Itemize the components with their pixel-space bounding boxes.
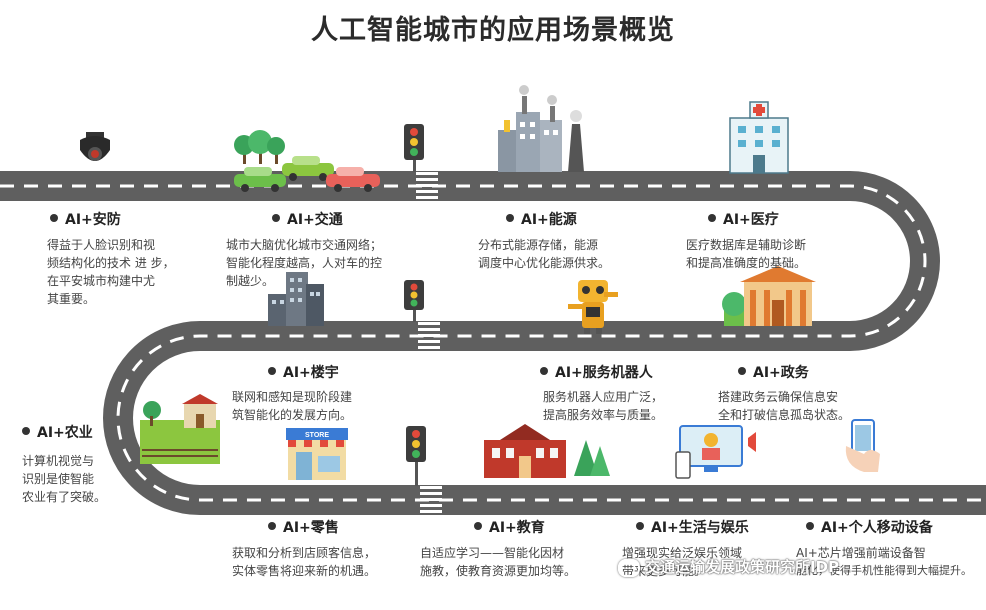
scene-title-agriculture: AI+农业 bbox=[22, 422, 93, 442]
farm-icon bbox=[140, 394, 220, 464]
scene-desc-robot: 服务机器人应用广泛，提高服务效率与质量。 bbox=[543, 390, 664, 422]
scene-desc-traffic: 城市大脑优化城市交通网络；智能化程度越高，人对车的控制越少。 bbox=[226, 238, 383, 288]
crosswalk-2 bbox=[418, 322, 440, 349]
bullet-dot bbox=[50, 214, 58, 222]
store-icon: STORE bbox=[286, 428, 348, 480]
scene-title-building: AI+楼宇 bbox=[268, 362, 339, 382]
scene-title-life: AI+生活与娱乐 bbox=[636, 517, 749, 537]
page-title: 人工智能城市的应用场景概览 bbox=[311, 15, 675, 46]
bullet-dot bbox=[806, 522, 814, 530]
bullet-dot bbox=[540, 367, 548, 375]
factory-icon bbox=[498, 85, 584, 172]
bullet-dot bbox=[268, 367, 276, 375]
scene-desc-security: 得益于人脸识别和视频结构化的技术 进 步，在平安城市构建中尤其重要。 bbox=[47, 238, 175, 306]
scene-title-robot: AI+服务机器人 bbox=[540, 362, 653, 382]
bullet-dot bbox=[738, 367, 746, 375]
bullet-dot bbox=[506, 214, 514, 222]
scene-title-government: AI+政务 bbox=[738, 362, 809, 382]
scene-title-traffic: AI+交通 bbox=[272, 209, 343, 229]
scene-title-medical: AI+医疗 bbox=[708, 209, 779, 229]
watermark: 交通运输发展政策研究所IDP bbox=[618, 556, 839, 577]
hospital-icon bbox=[729, 101, 789, 174]
traffic-light-icon bbox=[404, 124, 424, 172]
government-building-icon bbox=[722, 266, 816, 326]
scene-desc-energy: 分布式能源存储，能源调度中心优化能源供求。 bbox=[478, 238, 611, 270]
bullet-dot bbox=[22, 427, 30, 435]
traffic-light-icon bbox=[404, 280, 424, 322]
bullet-dot bbox=[474, 522, 482, 530]
scene-desc-mobile: AI+芯片增强前端设备智能化，使得手机性能得到大幅提升。 bbox=[796, 546, 972, 577]
smartphone-icon bbox=[845, 419, 880, 472]
cars-icon bbox=[234, 130, 380, 192]
security-camera-icon bbox=[80, 132, 110, 161]
traffic-light-icon bbox=[406, 426, 426, 486]
bullet-dot bbox=[708, 214, 716, 222]
bullet-dot bbox=[272, 214, 280, 222]
crosswalk-3 bbox=[420, 486, 442, 513]
wechat-logo-icon bbox=[618, 558, 640, 577]
scene-desc-retail: 获取和分析到店顾客信息，实体零售将迎来新的机遇。 bbox=[232, 546, 377, 578]
scene-title-energy: AI+能源 bbox=[506, 209, 577, 229]
scene-desc-medical: 医疗数据库是辅助诊断和提高准确度的基础。 bbox=[686, 238, 807, 270]
scene-desc-building: 联网和感知是现阶段建筑智能化的发展方向。 bbox=[232, 390, 353, 422]
crosswalk-1 bbox=[416, 172, 438, 199]
scene-title-education: AI+教育 bbox=[474, 517, 545, 537]
bullet-dot bbox=[636, 522, 644, 530]
store-sign: STORE bbox=[305, 432, 329, 439]
scene-title-retail: AI+零售 bbox=[268, 517, 339, 537]
school-icon bbox=[484, 424, 610, 478]
scene-title-mobile: AI+个人移动设备 bbox=[806, 517, 933, 537]
media-icon bbox=[675, 425, 756, 479]
road-lane-markings bbox=[0, 184, 986, 502]
robot-icon bbox=[568, 280, 618, 334]
scene-desc-education: 自适应学习——智能化因材施教，使教育资源更加均等。 bbox=[420, 546, 577, 578]
scene-desc-life: 增强现实给泛娱乐领域带来更多可能。 bbox=[622, 546, 743, 578]
buildings-icon bbox=[268, 272, 324, 326]
scene-desc-government: 搭建政务云确保信息安全和打破信息孤岛状态。 bbox=[718, 390, 851, 422]
scene-desc-agriculture: 计算机视觉与识别是使智能农业有了突破。 bbox=[22, 454, 107, 504]
bullet-dot bbox=[268, 522, 276, 530]
scene-title-security: AI+安防 bbox=[50, 209, 121, 229]
